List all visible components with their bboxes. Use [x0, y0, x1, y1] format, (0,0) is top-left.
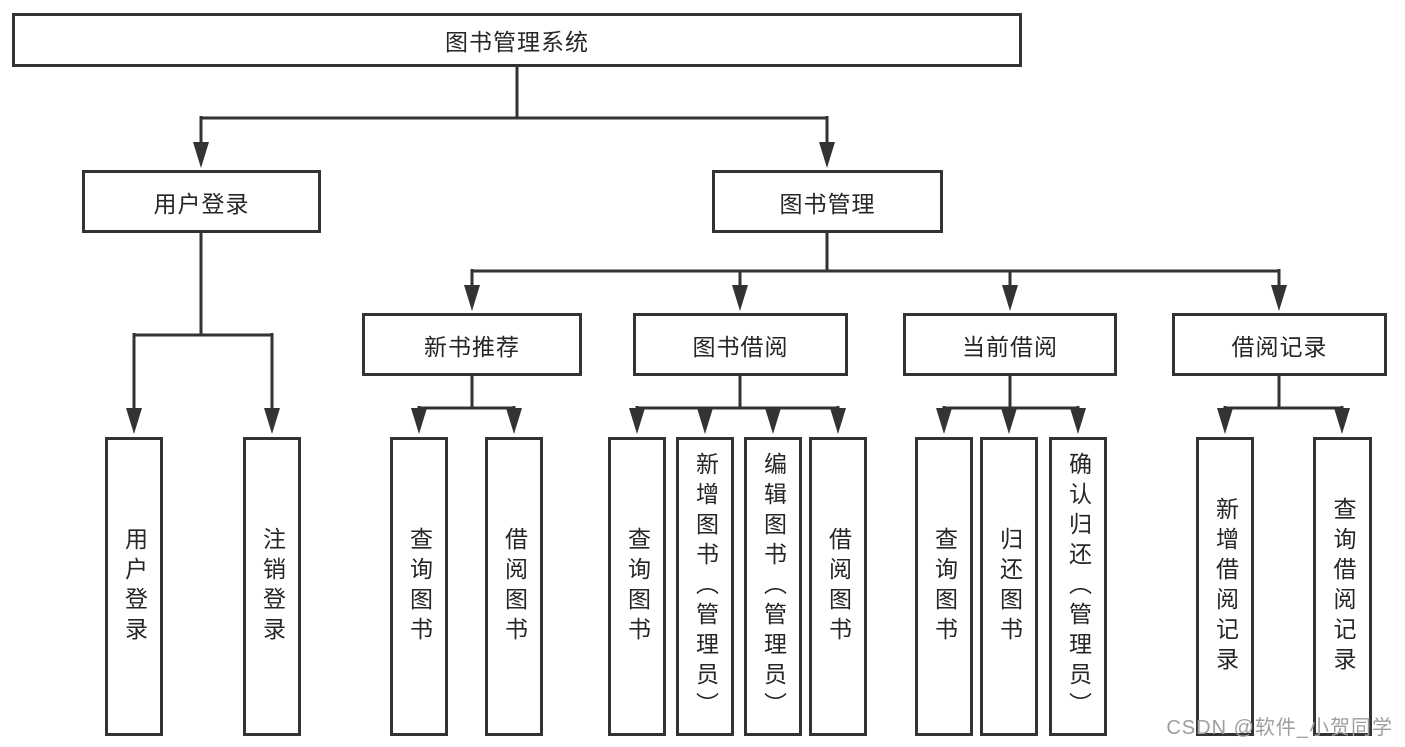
leaf-label: 新增图书（管理员）	[692, 451, 719, 722]
leaf-label: 借阅图书	[501, 526, 528, 647]
leaf-search-borrow-record: 查询借阅记录	[1313, 437, 1372, 736]
leaf-label: 归还图书	[996, 526, 1023, 647]
leaf-return-books: 归还图书	[980, 437, 1038, 736]
leaf-label: 编辑图书（管理员）	[760, 451, 787, 722]
node-borrowing-records: 借阅记录	[1172, 313, 1387, 376]
node-library-management-system: 图书管理系统	[12, 13, 1022, 67]
leaf-search-books-borrowing: 查询图书	[608, 437, 666, 736]
leaf-label: 查询图书	[624, 526, 651, 647]
node-user-login: 用户登录	[82, 170, 321, 233]
leaf-search-books-recommend: 查询图书	[390, 437, 448, 736]
node-new-book-recommendation: 新书推荐	[362, 313, 582, 376]
leaf-borrow-books-recommend: 借阅图书	[485, 437, 543, 736]
leaf-search-books-current: 查询图书	[915, 437, 973, 736]
node-book-borrowing: 图书借阅	[633, 313, 848, 376]
node-current-borrowing: 当前借阅	[903, 313, 1117, 376]
leaf-label: 查询图书	[931, 526, 958, 647]
leaf-logout: 注销登录	[243, 437, 301, 736]
leaf-add-borrow-record: 新增借阅记录	[1196, 437, 1254, 736]
leaf-label: 新增借阅记录	[1212, 496, 1239, 677]
leaf-label: 用户登录	[121, 526, 148, 647]
leaf-label: 查询借阅记录	[1330, 496, 1356, 677]
leaf-label: 确认归还（管理员）	[1065, 451, 1092, 722]
node-book-management: 图书管理	[712, 170, 943, 233]
watermark: CSDN @软件_小贺同学	[1166, 717, 1393, 739]
leaf-confirm-return-admin: 确认归还（管理员）	[1049, 437, 1107, 736]
leaf-user-login: 用户登录	[105, 437, 163, 736]
leaf-label: 查询图书	[406, 526, 433, 647]
leaf-add-books-admin: 新增图书（管理员）	[676, 437, 734, 736]
connector-paths	[132, 67, 1344, 410]
leaf-borrow-books: 借阅图书	[809, 437, 867, 736]
leaf-edit-books-admin: 编辑图书（管理员）	[744, 437, 802, 736]
leaf-label: 注销登录	[259, 526, 286, 647]
leaf-label: 借阅图书	[825, 526, 852, 647]
